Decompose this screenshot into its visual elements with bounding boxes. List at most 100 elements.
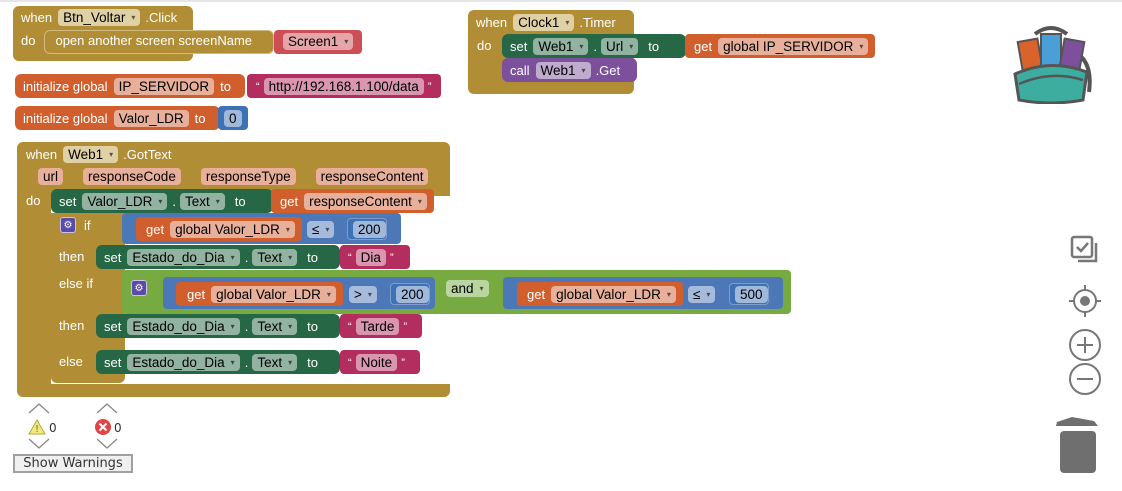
quote-open: “ [348, 251, 352, 264]
variable-dropdown[interactable]: global Valor_LDR▾ [170, 221, 295, 238]
open-screen-block[interactable] [44, 30, 274, 54]
to-keyword: to [234, 194, 246, 209]
component-dropdown[interactable]: Estado_do_Dia▾ [127, 318, 240, 335]
operator-dropdown[interactable]: ≤▾ [688, 286, 716, 303]
param-url[interactable]: url [38, 168, 64, 185]
set-keyword: set [510, 39, 528, 54]
get-keyword: get [694, 39, 713, 54]
component-dropdown[interactable]: Clock1▾ [513, 14, 575, 31]
operator-dropdown[interactable]: ≤▾ [307, 221, 335, 238]
number-value-field[interactable]: 200 [353, 221, 386, 238]
property-dropdown[interactable]: Text▾ [180, 193, 225, 210]
event-name: .Timer [579, 15, 616, 30]
number-value-field[interactable]: 200 [396, 286, 429, 303]
text-value-field[interactable]: Noite [355, 354, 398, 371]
do-keyword: do [477, 38, 492, 53]
number-value-field[interactable]: 0 [224, 110, 242, 127]
get-keyword: get [187, 287, 206, 302]
init-global-label: initialize global [23, 111, 108, 126]
gear-icon[interactable]: ⚙ [60, 217, 76, 233]
else-keyword: else [59, 354, 83, 369]
param-response-code[interactable]: responseCode [83, 168, 181, 185]
then-keyword: then [59, 249, 85, 264]
text-value-field[interactable]: Tarde [355, 318, 400, 335]
prev-warning-arrow-icon[interactable] [28, 402, 50, 414]
param-response-type[interactable]: responseType [200, 168, 296, 185]
component-dropdown[interactable]: Estado_do_Dia▾ [127, 249, 240, 266]
dot-separator: . [244, 250, 249, 265]
cleanup-icon[interactable] [1070, 235, 1100, 265]
screen-dropdown[interactable]: Screen1▾ [283, 33, 354, 50]
component-dropdown[interactable]: Valor_LDR▾ [82, 193, 168, 210]
get-keyword: get [280, 194, 299, 209]
backpack-icon[interactable] [1005, 22, 1097, 104]
component-dropdown[interactable]: Web1▾ [63, 146, 119, 163]
number-value-field[interactable]: 500 [735, 286, 768, 303]
property-dropdown[interactable]: Text▾ [252, 249, 298, 266]
warning-count: 0 [49, 421, 57, 435]
to-keyword: to [194, 111, 206, 126]
variable-name-field[interactable]: IP_SERVIDOR [113, 78, 215, 95]
set-keyword: set [59, 194, 77, 209]
property-dropdown[interactable]: Url▾ [601, 38, 639, 55]
variable-dropdown[interactable]: global Valor_LDR▾ [551, 286, 676, 303]
set-web1-url-block[interactable] [502, 34, 686, 58]
operator-dropdown[interactable]: >▾ [349, 286, 377, 303]
zoom-out-icon[interactable] [1068, 362, 1102, 396]
open-screen-label: open another screen screenName [55, 33, 253, 48]
next-warning-arrow-icon[interactable] [28, 438, 50, 450]
error-count: 0 [114, 421, 122, 435]
zoom-in-icon[interactable] [1068, 328, 1102, 362]
property-dropdown[interactable]: Text▾ [252, 354, 298, 371]
svg-text:!: ! [36, 424, 39, 435]
param-response-content[interactable]: responseContent [315, 168, 429, 185]
when-keyword: when [26, 147, 58, 162]
variable-dropdown[interactable]: responseContent▾ [304, 193, 427, 210]
quote-open: “ [348, 356, 352, 369]
dot-separator: . [244, 355, 249, 370]
show-warnings-button[interactable]: Show Warnings [13, 454, 133, 473]
trash-icon[interactable] [1054, 415, 1100, 475]
else-if-keyword: else if [59, 276, 93, 291]
quote-close: ” [401, 356, 405, 369]
to-keyword: to [307, 250, 318, 265]
call-keyword: call [510, 63, 530, 78]
set-keyword: set [104, 319, 122, 334]
to-keyword: to [648, 39, 660, 54]
event-name: .Click [145, 10, 178, 25]
variable-name-field[interactable]: Valor_LDR [113, 110, 189, 127]
set-keyword: set [104, 355, 122, 370]
method-name: .Get [595, 63, 621, 78]
quote-close: ” [403, 320, 408, 333]
to-keyword: to [307, 319, 318, 334]
quote-close: ” [427, 80, 432, 93]
next-error-arrow-icon[interactable] [96, 438, 118, 450]
to-keyword: to [220, 79, 231, 94]
dot-separator: . [172, 194, 177, 209]
do-keyword: do [21, 33, 36, 48]
component-dropdown[interactable]: Web1▾ [535, 62, 591, 79]
text-value-field[interactable]: Dia [355, 249, 386, 266]
logic-op-dropdown[interactable]: and▾ [446, 280, 489, 297]
variable-dropdown[interactable]: global Valor_LDR▾ [211, 286, 336, 303]
get-keyword: get [146, 222, 165, 237]
dot-separator: . [244, 319, 249, 334]
event-block-body [13, 30, 43, 61]
to-keyword: to [307, 355, 318, 370]
text-value-field[interactable]: http://192.168.1.100/data [263, 78, 424, 95]
gear-icon[interactable]: ⚙ [131, 280, 147, 296]
then-keyword: then [59, 318, 85, 333]
top-border [0, 0, 1122, 2]
component-dropdown[interactable]: Btn_Voltar▾ [58, 9, 141, 26]
component-dropdown[interactable]: Estado_do_Dia▾ [127, 354, 240, 371]
when-keyword: when [476, 15, 508, 30]
property-dropdown[interactable]: Text▾ [252, 318, 298, 335]
event-name: .GotText [123, 147, 172, 162]
center-workspace-icon[interactable] [1068, 284, 1102, 318]
dot-separator: . [593, 39, 598, 54]
variable-dropdown[interactable]: global IP_SERVIDOR▾ [718, 38, 869, 55]
warning-icon: ! [28, 419, 46, 435]
component-dropdown[interactable]: Web1▾ [533, 38, 589, 55]
prev-error-arrow-icon[interactable] [96, 402, 118, 414]
event-block-footer [17, 384, 450, 397]
